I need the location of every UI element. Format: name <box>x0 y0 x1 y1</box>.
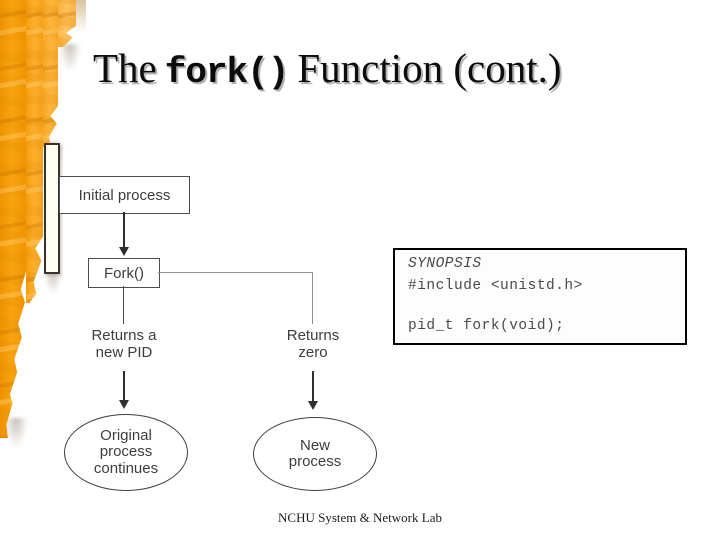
initial-process-label: Initial process <box>78 186 171 204</box>
fork-label: Fork() <box>104 264 144 282</box>
original-process-line2: process <box>99 443 153 461</box>
ornament-shadow <box>4 418 28 450</box>
synopsis-box: SYNOPSIS #include <unistd.h> pid_t fork(… <box>393 248 687 345</box>
connector-right-down <box>312 272 313 324</box>
original-process-ellipse: Original process continues <box>64 414 188 491</box>
synopsis-title: SYNOPSIS <box>408 256 482 272</box>
fork-box: Fork() <box>88 258 160 288</box>
ornament-shadow <box>59 44 81 72</box>
title-suffix: Function (cont.) <box>297 45 562 91</box>
footer-credit: NCHU System & Network Lab <box>278 510 442 525</box>
ornament-wisp <box>76 0 86 32</box>
ornament-strip-3 <box>43 0 58 147</box>
title-prefix: The <box>93 45 157 91</box>
connector-fork-down <box>123 286 125 324</box>
returns-zero-label: Returns zero <box>263 327 363 361</box>
title-code: fork() <box>164 52 290 93</box>
ornament-strip-2 <box>26 0 43 303</box>
new-process-ellipse: New process <box>253 417 377 491</box>
left-ornament <box>0 0 95 460</box>
ornament-strip-4 <box>58 0 76 47</box>
new-process-line1: New <box>299 436 330 454</box>
arrowhead-down <box>119 400 129 409</box>
returns-new-pid-line1: Returns a <box>91 327 157 344</box>
returns-new-pid-line2: new PID <box>95 344 153 361</box>
returns-new-pid-label: Returns a new PID <box>74 327 174 361</box>
arrowhead-down <box>308 401 318 410</box>
ornament-strip-1 <box>0 0 26 438</box>
connector-initial-to-fork <box>123 212 125 247</box>
ornament-white-bar <box>44 143 60 274</box>
connector-fork-to-right <box>158 272 313 273</box>
ornament-shadow <box>44 271 62 295</box>
original-process-line3: continues <box>93 459 159 477</box>
original-process-line1: Original <box>100 426 152 444</box>
new-process-line2: process <box>288 453 342 470</box>
returns-zero-line2: zero <box>298 344 328 361</box>
synopsis-include-line: #include <unistd.h> <box>408 278 583 294</box>
initial-process-box: Initial process <box>59 176 190 214</box>
arrow-left-stem <box>123 371 125 400</box>
arrowhead-down <box>119 247 129 256</box>
returns-zero-line1: Returns <box>286 327 340 344</box>
synopsis-declaration-line: pid_t fork(void); <box>408 318 565 334</box>
arrow-right-stem <box>312 371 314 401</box>
